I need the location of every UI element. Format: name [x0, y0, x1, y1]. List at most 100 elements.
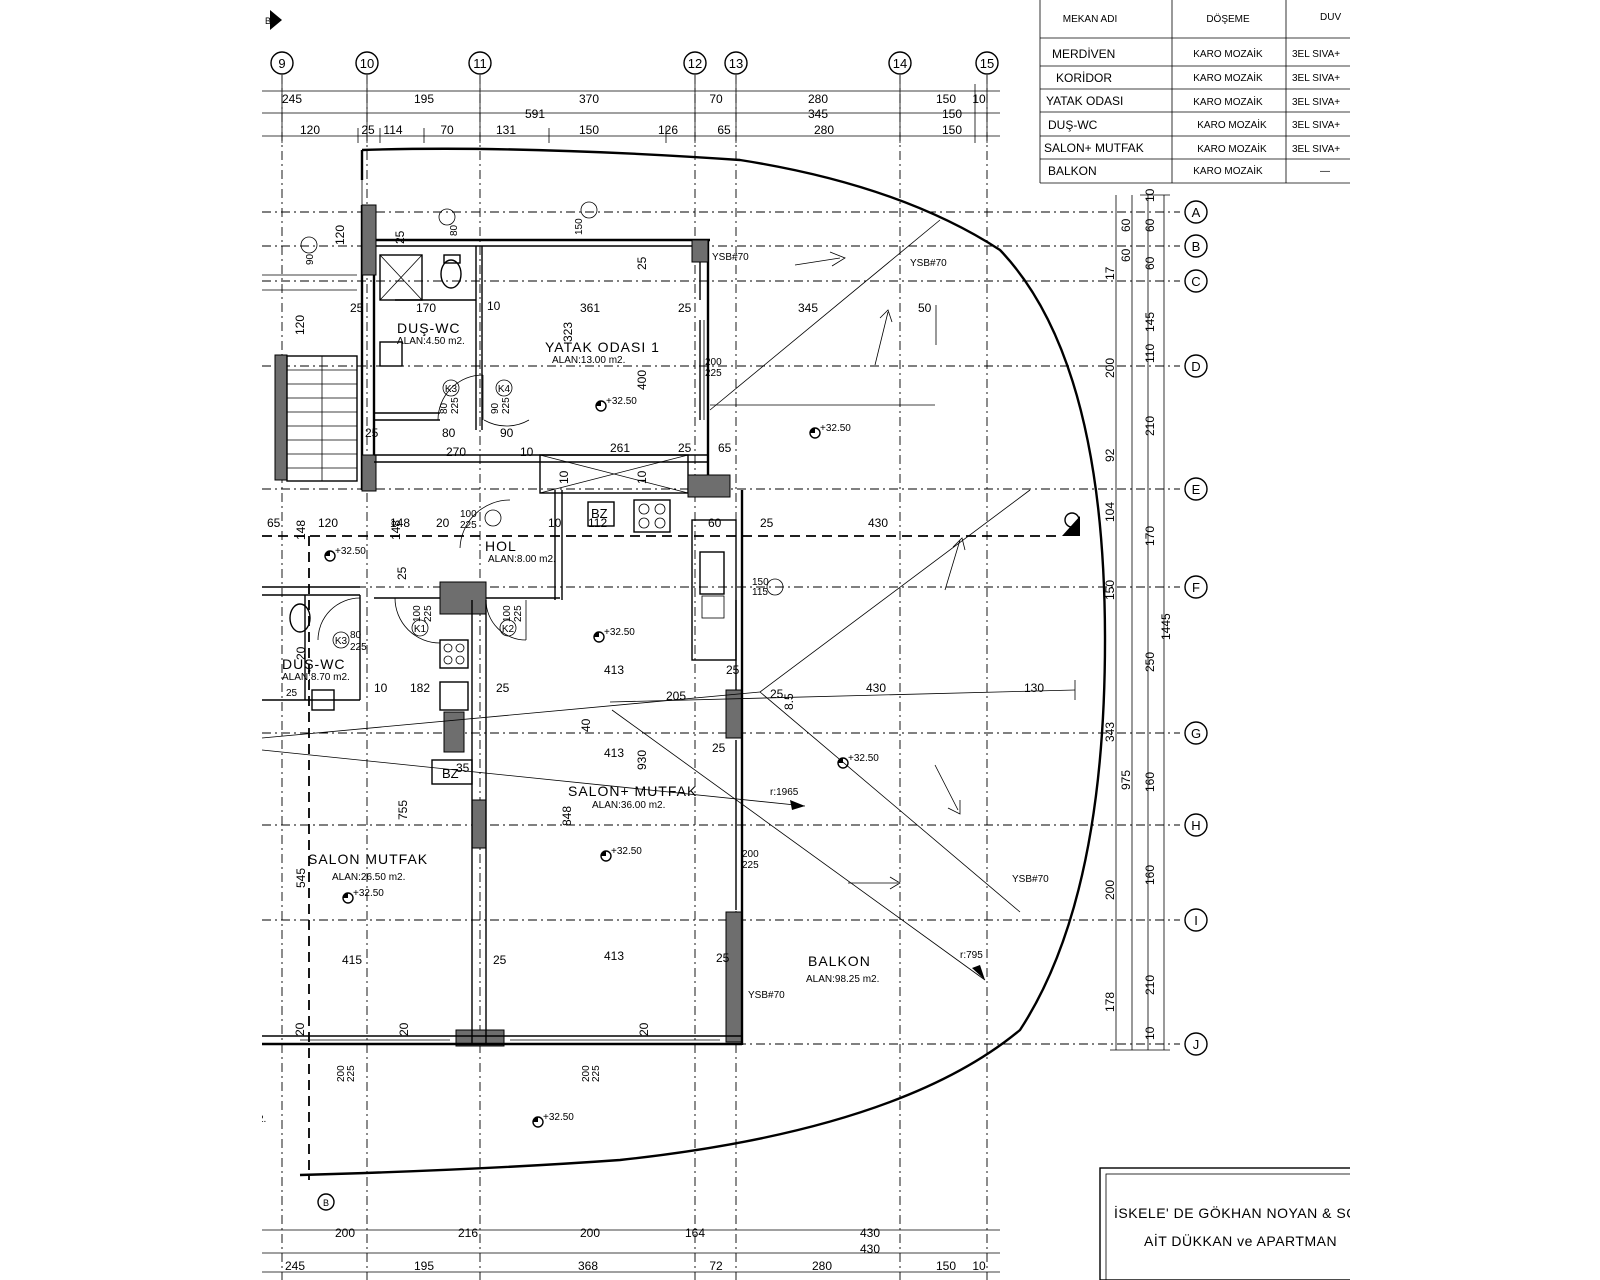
- dim-bottom-200b: 200: [580, 1226, 600, 1240]
- svg-text:A: A: [1192, 205, 1201, 220]
- svg-text:200: 200: [581, 1065, 592, 1082]
- svg-text:35: 35: [456, 761, 470, 775]
- svg-text:KARO MOZAİK: KARO MOZAİK: [1193, 95, 1263, 108]
- axis-bubble-9: 9: [270, 51, 294, 75]
- svg-text:+32.50: +32.50: [820, 423, 851, 434]
- svg-text:YSB#70: YSB#70: [910, 258, 947, 269]
- svg-text:90: 90: [305, 253, 316, 265]
- svg-text:975: 975: [1119, 770, 1133, 790]
- room-name-balkon: BALKON: [808, 953, 871, 969]
- svg-text:YSB#70: YSB#70: [748, 990, 785, 1001]
- svg-text:225: 225: [742, 860, 759, 871]
- svg-text:C: C: [1191, 274, 1200, 289]
- svg-text:3EL SIVA+: 3EL SIVA+: [1292, 73, 1340, 84]
- svg-text:K3: K3: [335, 636, 348, 647]
- svg-text:848: 848: [560, 806, 574, 826]
- room-name-salon-mutfak-left: SALON MUTFAK: [308, 851, 428, 867]
- dim-top-280: 280: [808, 92, 828, 106]
- room-name-dus-wc-1: DUŞ-WC: [397, 320, 461, 336]
- svg-text:115: 115: [752, 587, 768, 598]
- svg-text:20: 20: [294, 646, 308, 660]
- svg-text:60: 60: [1119, 248, 1133, 262]
- dim-top-131: 131: [496, 123, 516, 137]
- bottom-dimension-lines: 200 216 200 164 430 430 245 195 368 72 2…: [262, 1226, 1000, 1273]
- dim-bottom-245: 245: [285, 1259, 305, 1273]
- svg-text:20: 20: [436, 516, 450, 530]
- dim-top-280b: 280: [814, 123, 834, 137]
- svg-text:25: 25: [712, 741, 726, 755]
- svg-text:1445: 1445: [1159, 613, 1173, 640]
- dim-bottom-10: 10: [972, 1259, 986, 1273]
- svg-text:15: 15: [980, 56, 994, 71]
- svg-text:9: 9: [278, 56, 285, 71]
- dim-bottom-164: 164: [685, 1226, 705, 1240]
- svg-text:145: 145: [1143, 312, 1157, 332]
- dim-bottom-200: 200: [335, 1226, 355, 1240]
- svg-text:160: 160: [1143, 865, 1157, 885]
- svg-text:148: 148: [390, 516, 410, 530]
- room-name-hol: HOL: [485, 538, 517, 554]
- svg-text:755: 755: [396, 800, 410, 820]
- svg-text:25: 25: [365, 426, 379, 440]
- table-header-wall: DUV: [1320, 12, 1341, 23]
- room-area-salon-mutfak-left: ALAN:26.50 m2.: [332, 872, 405, 883]
- svg-text:112: 112: [588, 516, 607, 530]
- svg-text:120: 120: [333, 225, 347, 245]
- svg-text:200: 200: [336, 1065, 347, 1082]
- svg-text:430: 430: [866, 681, 886, 695]
- axis-bubble-G: G: [1184, 721, 1208, 745]
- svg-text:J: J: [1193, 1037, 1200, 1052]
- dim-top-345: 345: [808, 107, 828, 121]
- svg-text:225: 225: [450, 397, 461, 414]
- svg-text:150: 150: [574, 218, 585, 235]
- axis-bubble-B: B: [1184, 234, 1208, 258]
- svg-text:225: 225: [591, 1065, 602, 1082]
- svg-text:YSB#70: YSB#70: [1012, 874, 1049, 885]
- axis-bubble-F: F: [1184, 575, 1208, 599]
- svg-text:361: 361: [580, 301, 600, 315]
- svg-text:400: 400: [635, 370, 649, 390]
- svg-text:178: 178: [1103, 992, 1117, 1012]
- dim-top-70b: 70: [440, 123, 454, 137]
- section-line: B B: [262, 10, 1080, 1211]
- svg-text:200: 200: [742, 849, 759, 860]
- vertical-axis-lines: [281, 75, 988, 1280]
- dim-bottom-430b: 430: [860, 1242, 880, 1256]
- svg-text:KARO MOZAİK: KARO MOZAİK: [1193, 164, 1263, 177]
- svg-text:12: 12: [688, 56, 702, 71]
- axis-bubble-15: 15: [975, 51, 999, 75]
- svg-text:545: 545: [294, 868, 308, 888]
- top-dimension-lines: 245 195 370 70 280 150 10 591 345 150 12…: [262, 84, 1000, 143]
- svg-text:90: 90: [500, 426, 514, 440]
- svg-text:182: 182: [410, 681, 430, 695]
- svg-text:+32.50: +32.50: [604, 627, 635, 638]
- svg-text:10: 10: [557, 470, 571, 484]
- svg-text:25: 25: [395, 566, 409, 580]
- interior-dimensions: 170 361 25 25 10 345 50 323 400 80 90 27…: [267, 225, 1044, 1036]
- svg-text:I: I: [1194, 913, 1198, 928]
- svg-text:20: 20: [397, 1022, 411, 1036]
- svg-text:3EL SIVA+: 3EL SIVA+: [1292, 49, 1340, 60]
- dim-top-150c: 150: [579, 123, 599, 137]
- svg-text:205: 205: [666, 689, 686, 703]
- svg-text:430: 430: [868, 516, 888, 530]
- bathroom-fixtures: [289, 254, 462, 711]
- dim-bottom-280: 280: [812, 1259, 832, 1273]
- dim-top-150d: 150: [942, 123, 962, 137]
- svg-text:130: 130: [1024, 681, 1044, 695]
- partial-area-label: 2.: [258, 1114, 266, 1125]
- title-line-1: İSKELE' DE GÖKHAN NOYAN & SC: [1114, 1204, 1357, 1221]
- svg-text:11: 11: [473, 56, 487, 71]
- bz-label-2: BZ: [442, 766, 459, 781]
- svg-text:25: 25: [716, 951, 730, 965]
- svg-text:10: 10: [1143, 188, 1157, 202]
- dim-top-150: 150: [936, 92, 956, 106]
- svg-text:25: 25: [635, 256, 649, 270]
- svg-text:50: 50: [918, 301, 932, 315]
- room-area-hol: ALAN:8.00 m2.: [488, 554, 556, 565]
- building-walls: [262, 204, 744, 1047]
- svg-text:225: 225: [513, 605, 524, 622]
- room-area-yatak-odasi: ALAN:13.00 m2.: [552, 355, 625, 366]
- svg-text:25: 25: [770, 687, 784, 701]
- svg-text:225: 225: [501, 397, 512, 414]
